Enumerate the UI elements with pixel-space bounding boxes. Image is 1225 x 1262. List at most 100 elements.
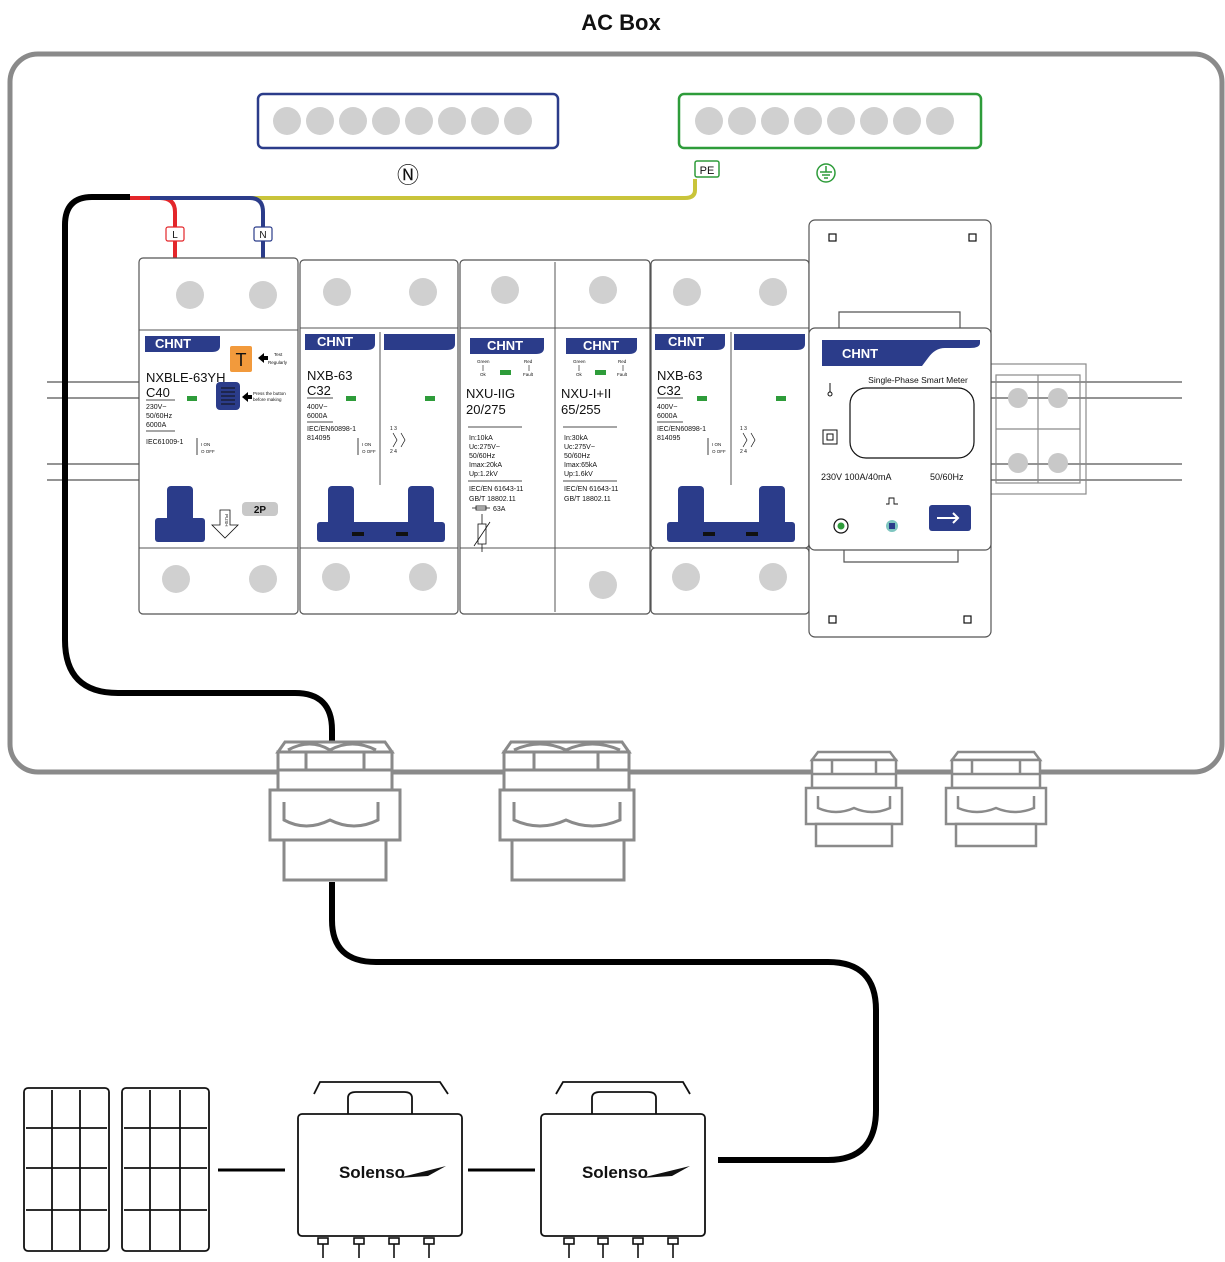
mcb2-toggle-handle-2[interactable] bbox=[759, 486, 785, 532]
spd2-ok: Ok bbox=[576, 372, 583, 377]
spd2-freq: 50/60Hz bbox=[564, 453, 591, 460]
rcbo-test-hint-1: Test bbox=[274, 352, 283, 357]
neutral-bus-bar: Ⓝ bbox=[256, 92, 560, 188]
line-wire-tag: L bbox=[165, 226, 185, 242]
mcb1-off-label: O OFF bbox=[362, 449, 376, 454]
wiring bbox=[62, 179, 697, 760]
spd1-brand: CHNT bbox=[487, 338, 523, 353]
spd2-in: In:30kA bbox=[564, 435, 588, 442]
rcbo-indicator bbox=[187, 396, 197, 401]
cable-gland-2 bbox=[498, 740, 636, 882]
spd2-rating: 65/255 bbox=[561, 402, 601, 417]
mcb1-model: NXB-63 bbox=[307, 368, 353, 383]
rcbo-test-button: T bbox=[236, 350, 247, 370]
smart-meter-device: CHNT Single-Phase Smart Meter 230V 100A/… bbox=[808, 219, 992, 638]
spd2-up: Up:1.6kV bbox=[564, 471, 593, 478]
spd1-gb: GB/T 18802.11 bbox=[469, 496, 516, 503]
mcb-2-device: CHNT NXB-63 C32 400V~ 6000A IEC/EN60898-… bbox=[650, 259, 810, 615]
microinverter-2: Solenso bbox=[540, 1081, 706, 1258]
rcbo-on-label: I ON bbox=[201, 442, 210, 447]
arrow-right-icon bbox=[937, 512, 960, 524]
line-tag-text: L bbox=[172, 230, 178, 241]
rcbo-freq: 50/60Hz bbox=[146, 413, 173, 420]
neutral-tag-text: N bbox=[259, 230, 266, 241]
rcbo-poles-badge: 2P bbox=[254, 505, 267, 516]
mcb1-toggle-handle-1[interactable] bbox=[328, 486, 354, 532]
mcb2-model: NXB-63 bbox=[657, 368, 703, 383]
rcbo-press-hint-1: Press the button bbox=[253, 391, 286, 396]
spd1-model: NXU-IIG bbox=[466, 386, 515, 401]
solenso-logo-swoosh bbox=[398, 1166, 446, 1178]
mcb2-off-label: O OFF bbox=[712, 449, 726, 454]
spd1-fuse: 63A bbox=[493, 506, 506, 513]
mcb1-schematic-bottom: 2 4 bbox=[390, 449, 397, 455]
rcbo-test-hint-2: Regularly bbox=[268, 360, 288, 365]
spd2-green: Green bbox=[573, 359, 586, 364]
mcb2-toggle-handle-1[interactable] bbox=[678, 486, 704, 532]
meter-rating: 230V 100A/40mA bbox=[821, 472, 892, 482]
ac-trunk-cable bbox=[329, 882, 879, 1163]
solar-panel-2 bbox=[121, 1087, 210, 1252]
solar-panel-1 bbox=[23, 1087, 110, 1252]
spd1-indicator bbox=[500, 370, 511, 375]
spd1-in: In:10kA bbox=[469, 435, 493, 442]
meter-brand: CHNT bbox=[842, 346, 878, 361]
mcb1-toggle-handle-2[interactable] bbox=[408, 486, 434, 532]
rcbo-curve: C40 bbox=[146, 385, 170, 400]
mcb-1-device: CHNT NXB-63 C32 400V~ 6000A IEC/EN60898-… bbox=[299, 259, 459, 615]
mcb2-on-label: I ON bbox=[712, 442, 721, 447]
arrow-left-icon bbox=[258, 353, 268, 363]
pe-bus-bar: PE bbox=[677, 92, 983, 183]
microinverter-1-brand: Solenso bbox=[339, 1163, 405, 1182]
pe-tag: PE bbox=[700, 165, 715, 177]
spd1-rating: 20/275 bbox=[466, 402, 506, 417]
meter-name: Single-Phase Smart Meter bbox=[868, 375, 968, 385]
spd2-brand: CHNT bbox=[583, 338, 619, 353]
breaker-schematic-icon bbox=[742, 432, 756, 448]
mcb1-schematic-top: 1 3 bbox=[390, 426, 397, 432]
mcb1-breaking: 6000A bbox=[307, 413, 328, 420]
spd1-green: Green bbox=[477, 359, 490, 364]
mcb1-code: 814095 bbox=[307, 435, 330, 442]
terminal-block-right bbox=[1008, 388, 1068, 473]
rcbo-press-hint-2: before making bbox=[253, 397, 282, 402]
mcb1-voltage: 400V~ bbox=[307, 404, 327, 411]
spd2-uc: Uc:275V~ bbox=[564, 444, 595, 451]
rcbo-off-label: O OFF bbox=[201, 449, 215, 454]
spd1-fault: Fault bbox=[523, 372, 534, 377]
mcb1-brand: CHNT bbox=[317, 334, 353, 349]
spd2-gb: GB/T 18802.11 bbox=[564, 496, 611, 503]
spd1-uc: Uc:275V~ bbox=[469, 444, 500, 451]
spd2-model: NXU-I+II bbox=[561, 386, 611, 401]
microinverter-1: Solenso bbox=[297, 1081, 463, 1258]
mcb1-curve: C32 bbox=[307, 383, 331, 398]
mcb2-breaking: 6000A bbox=[657, 413, 678, 420]
mcb2-brand: CHNT bbox=[668, 334, 704, 349]
cable-gland-3 bbox=[804, 750, 904, 848]
mcb2-code: 814095 bbox=[657, 435, 680, 442]
spd1-up: Up:1.2kV bbox=[469, 471, 498, 478]
spd1-imax: Imax:20kA bbox=[469, 462, 502, 469]
cable-gland-1 bbox=[268, 740, 402, 882]
spd2-imax: Imax:65kA bbox=[564, 462, 597, 469]
spd2-standard: IEC/EN 61643-11 bbox=[564, 486, 618, 493]
varistor-icon bbox=[473, 514, 491, 552]
spd1-red: Red bbox=[524, 359, 533, 364]
pulse-icon bbox=[886, 497, 898, 505]
arrow-left-icon bbox=[242, 392, 252, 402]
push-arrow-icon bbox=[211, 509, 239, 539]
earth-icon bbox=[816, 163, 836, 183]
spd1-standard: IEC/EN 61643-11 bbox=[469, 486, 523, 493]
spd2-indicator bbox=[595, 370, 606, 375]
din-rail-left bbox=[47, 381, 140, 481]
mcb2-voltage: 400V~ bbox=[657, 404, 677, 411]
meter-freq: 50/60Hz bbox=[930, 472, 964, 482]
rcbo-breaking: 6000A bbox=[146, 422, 167, 429]
din-rail-right bbox=[989, 363, 1182, 495]
neutral-symbol: Ⓝ bbox=[397, 163, 419, 188]
spd-2-device: CHNT Green Red Ok Fault NXU-I+II 65/255 … bbox=[561, 338, 637, 503]
mcb1-on-label: I ON bbox=[362, 442, 371, 447]
meter-display bbox=[849, 387, 975, 459]
breaker-schematic-icon bbox=[392, 432, 406, 448]
